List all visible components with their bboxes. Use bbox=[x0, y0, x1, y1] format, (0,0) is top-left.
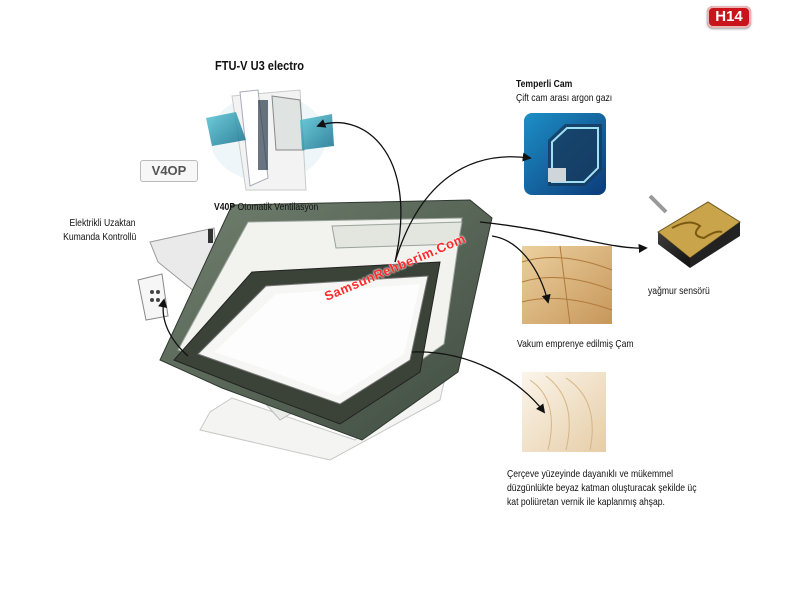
coating-label-line1: Çerçeve yüzeyinde dayanıklı ve mükemmel bbox=[507, 468, 674, 480]
tempered-glass-image bbox=[524, 113, 606, 195]
glass-subtitle: Çift cam arası argon gazı bbox=[516, 92, 613, 104]
pine-wood-image bbox=[521, 245, 613, 325]
arrow-to-glass bbox=[394, 152, 532, 263]
arrow-to-ventilation bbox=[316, 119, 402, 263]
rain-sensor-image bbox=[648, 194, 741, 268]
coating-label-line3: kat poliüretan vernik ile kaplanmış ahşa… bbox=[507, 496, 665, 508]
coated-wood-image bbox=[522, 372, 606, 452]
ventilation-label: V40P Otomatik Ventilasyon bbox=[214, 200, 318, 214]
remote-label-line1: Elektrikli Uzaktan bbox=[69, 217, 136, 229]
ventilation-section-image bbox=[206, 89, 334, 191]
rain-sensor-label: yağmur sensörü bbox=[648, 285, 710, 297]
arrow-to-coated-wood bbox=[411, 351, 546, 414]
glass-title: Temperli Cam bbox=[516, 78, 573, 90]
arrow-to-pine-wood bbox=[491, 235, 551, 304]
vacuum-pine-label: Vakum emprenye edilmiş Çam bbox=[517, 338, 634, 350]
h14-badge: H14 bbox=[707, 6, 751, 28]
ventilation-label-bold: V40P bbox=[214, 201, 236, 213]
remote-label-line2: Kumanda Kontrollü bbox=[62, 231, 136, 243]
arrow-to-rain-sensor bbox=[479, 221, 648, 253]
product-title: FTU-V U3 electro bbox=[215, 58, 305, 73]
v40p-logo: V4OP bbox=[140, 160, 198, 182]
arrow-to-remote bbox=[158, 298, 189, 357]
roof-window-image bbox=[159, 199, 493, 461]
coating-label-line2: düzgünlükte beyaz katman oluşturacak şek… bbox=[507, 482, 697, 494]
ventilation-label-rest: Otomatik Ventilasyon bbox=[235, 201, 319, 213]
